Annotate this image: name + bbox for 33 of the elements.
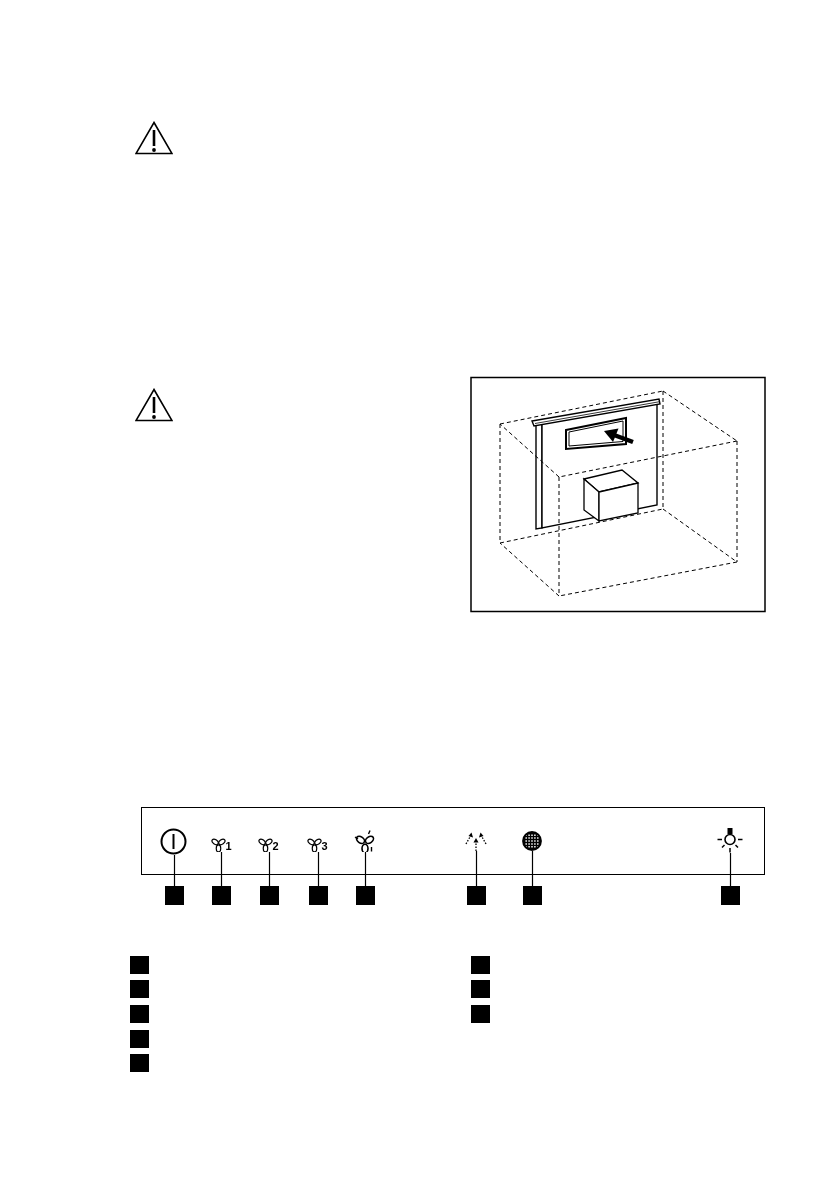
- callout-marker: [523, 886, 542, 905]
- callout-marker: [471, 1005, 490, 1023]
- callout-marker: [130, 1054, 149, 1072]
- callout-marker: [130, 956, 149, 974]
- callout-marker: [471, 956, 490, 974]
- callout-marker: [212, 886, 231, 905]
- callout-marker: [356, 886, 375, 905]
- callout-marker: [130, 980, 149, 998]
- speed-number: 3: [321, 841, 328, 852]
- leader-line: [364, 851, 367, 887]
- airflow-arrows-icon: [464, 832, 488, 851]
- control-panel: [141, 807, 765, 875]
- lamp-icon: [717, 828, 743, 853]
- callout-marker: [260, 886, 279, 905]
- leader-line: [531, 850, 534, 887]
- leader-line: [729, 852, 732, 887]
- callout-marker: [309, 886, 328, 905]
- callout-marker: [467, 886, 486, 905]
- fan-icon: [354, 830, 376, 852]
- leader-line: [268, 851, 271, 887]
- callout-marker: [130, 1005, 149, 1023]
- speed-number: 2: [272, 841, 279, 852]
- callout-marker: [165, 886, 184, 905]
- leader-line: [173, 854, 176, 887]
- callout-marker: [471, 980, 490, 998]
- speed-number: 1: [225, 841, 232, 852]
- callout-marker: [721, 886, 740, 905]
- power-icon: [160, 828, 187, 855]
- callout-marker: [130, 1030, 149, 1048]
- grid-icon: [522, 831, 542, 851]
- leader-line: [220, 851, 223, 887]
- leader-line: [317, 851, 320, 887]
- leader-line: [475, 850, 478, 887]
